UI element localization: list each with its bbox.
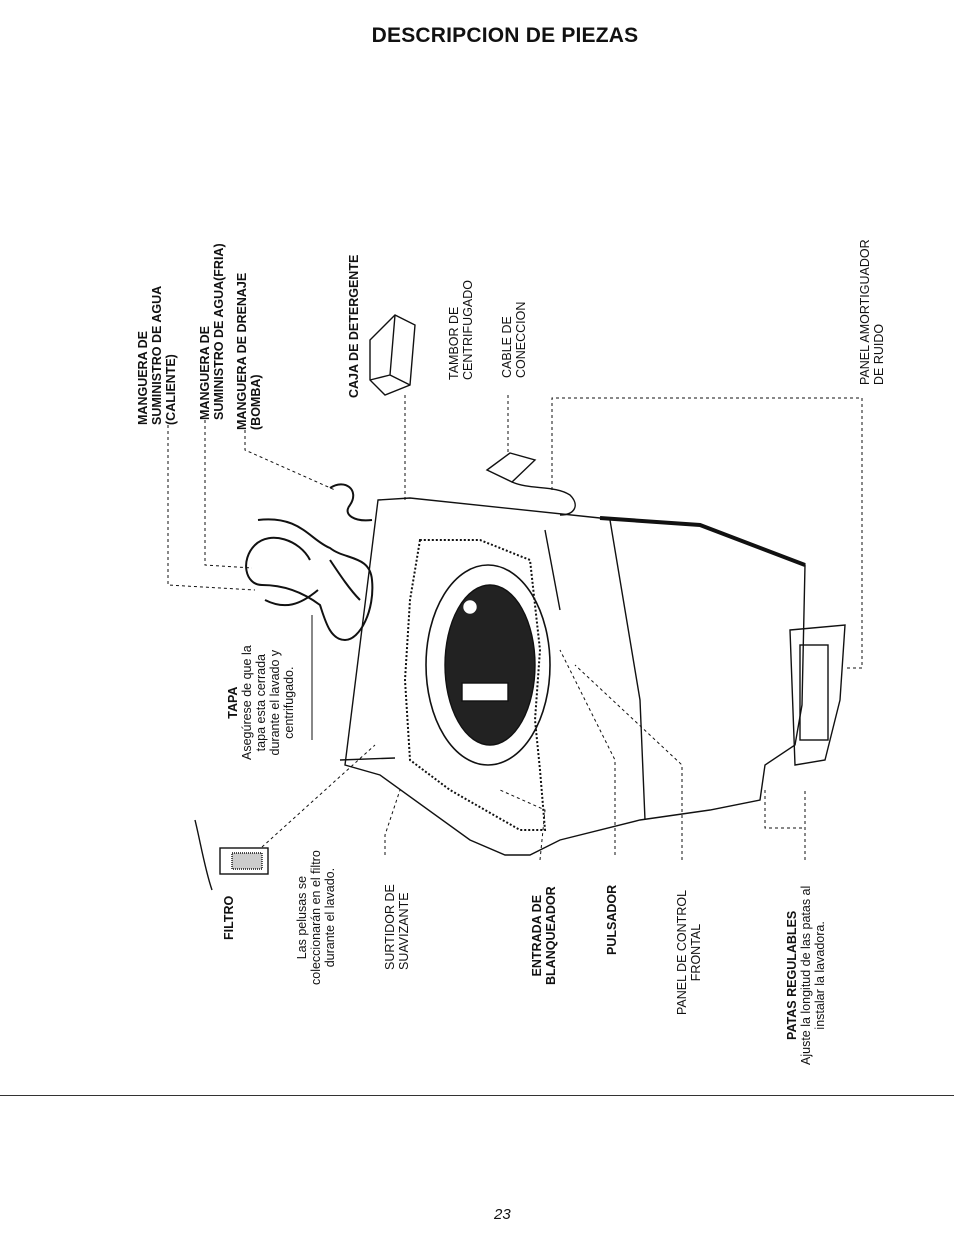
label-noise-panel: PANEL AMORTIGUADOR DE RUIDO [858, 239, 886, 385]
leader-surtidor [384, 789, 401, 855]
leader-caliente [167, 425, 256, 591]
leader-fria [204, 420, 253, 569]
drum-opening [425, 564, 551, 766]
label-adjustable-legs: PATAS REGULABLES Ajuste la longitud de l… [785, 885, 827, 1065]
label-cold-water-hose: MANGUERA DE SUMINISTRO DE AGUA(FRIA) [198, 243, 226, 420]
leader-filtro [261, 744, 376, 848]
label-bleach-inlet: ENTRADA DE BLANQUEADOR [530, 886, 558, 985]
hoses [245, 518, 374, 642]
washer-cabinet [344, 497, 806, 856]
washer-top-edge [599, 516, 806, 567]
label-connection-cable: CABLE DE CONECCION [500, 301, 528, 378]
leader-entrada [499, 789, 546, 861]
label-filter-note: Las pelusas se coleccionarán en el filtr… [295, 850, 337, 985]
label-detergent-box: CAJA DE DETERGENTE [347, 254, 361, 398]
label-lid: TAPA Asegúrese de que la tapa esta cerra… [226, 645, 296, 760]
leader-control [574, 664, 683, 860]
washer-front-lines [544, 519, 646, 821]
footer-rule [0, 1095, 954, 1096]
drum-inner [444, 584, 536, 746]
sound-panel [789, 624, 846, 766]
power-plug [485, 452, 537, 483]
label-hot-water-hose: MANGUERA DE SUMINISTRO DE AGUA (CALIENTE… [136, 285, 178, 425]
label-drain-hose: MANGUERA DE DRENAJE (BOMBA) [235, 272, 263, 430]
filter-outline [194, 819, 213, 891]
page-title: DESCRIPCION DE PIEZAS [371, 24, 639, 47]
label-front-control-panel: PANEL DE CONTROL FRONTAL [675, 889, 703, 1015]
leader-drenaje [244, 430, 336, 491]
drum-glare [463, 600, 477, 614]
label-spin-drum: TAMBOR DE CENTRIFUGADO [447, 280, 475, 380]
label-filter: FILTRO [222, 895, 236, 940]
label-softener-dispenser: SURTIDOR DE SUAVIZANTE [383, 884, 411, 970]
leader-panel-top [551, 397, 863, 669]
detergent-box [369, 314, 416, 396]
leader-patas [764, 790, 806, 860]
page-number: 23 [494, 1206, 511, 1223]
label-pulsator: PULSADOR [605, 884, 619, 955]
pulsator-window [461, 682, 509, 702]
leader-pulsador [559, 649, 616, 855]
tub-rim [403, 539, 547, 831]
